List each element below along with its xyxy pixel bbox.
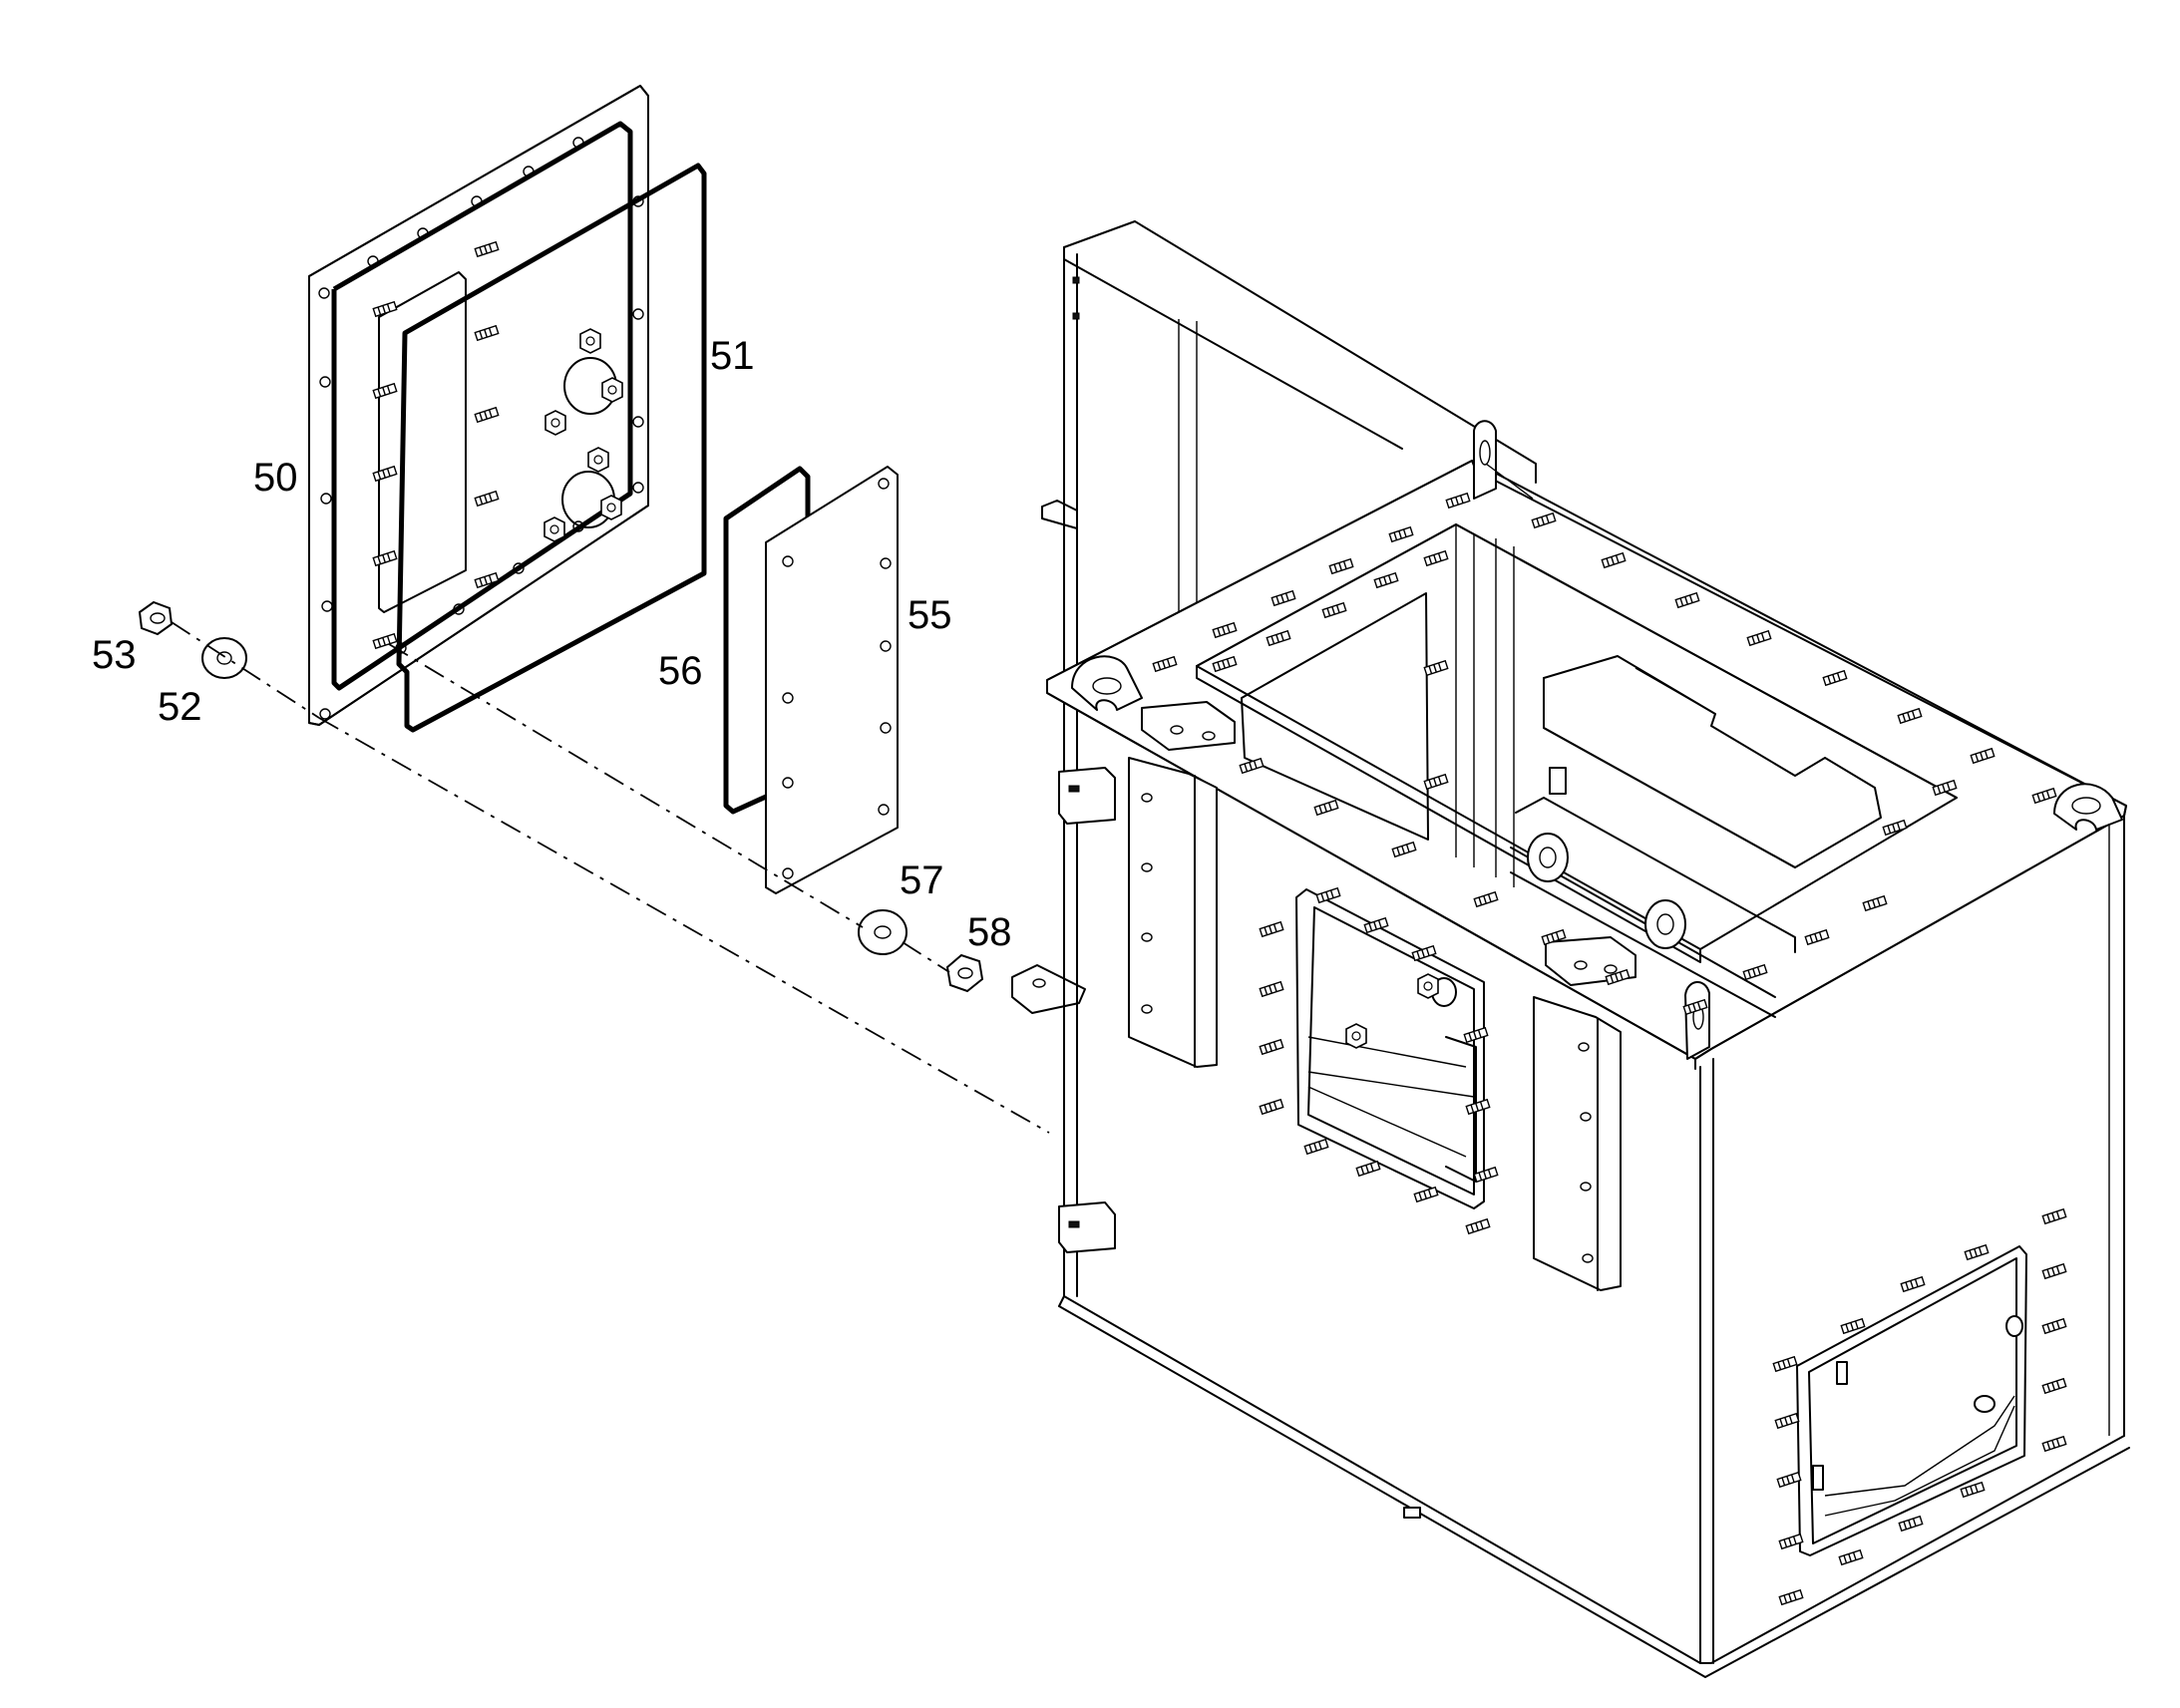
side-blocks	[1058, 701, 1636, 1253]
side-window-studs	[1772, 1208, 2067, 1605]
washer-57	[858, 909, 908, 955]
callout-57: 57	[900, 858, 944, 902]
washer-52	[201, 637, 247, 679]
lifting-eye-right	[2053, 783, 2123, 831]
front-bars	[1128, 757, 1622, 1291]
nut-53	[138, 600, 174, 636]
callout-50: 50	[253, 456, 298, 500]
assembly-lines	[171, 621, 1050, 1134]
callout-51: 51	[710, 334, 755, 378]
plate-ports	[544, 328, 623, 542]
cover-plate-55	[765, 466, 899, 894]
callout-58: 58	[967, 910, 1012, 954]
lifting-eye-top	[1473, 420, 1497, 500]
callout-56: 56	[658, 649, 703, 693]
gasket-51	[396, 163, 707, 733]
side-access-window	[1796, 1245, 2027, 1556]
mounting-tab	[1011, 964, 1086, 1014]
callout-53: 53	[92, 633, 137, 677]
callout-55: 55	[908, 593, 952, 637]
lifting-eye-front	[1684, 981, 1710, 1060]
lifting-eye-left	[1071, 655, 1143, 711]
callout-labels: 50 51 52 53 55 56 57 58	[92, 334, 1012, 954]
enclosure-housing	[1041, 220, 2130, 1678]
nut-58	[945, 953, 984, 993]
roller-shaft	[1510, 767, 1776, 1018]
callout-52: 52	[158, 685, 202, 729]
front-access-window	[1295, 888, 1485, 1209]
